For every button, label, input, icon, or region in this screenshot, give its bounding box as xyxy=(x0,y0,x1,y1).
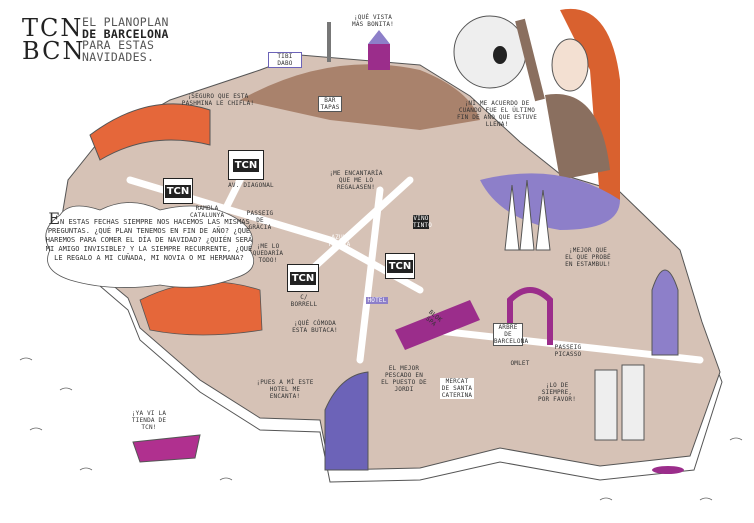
sign-bar: Bar Tapas xyxy=(318,96,342,112)
tagline: EL PLANOPLAN DE BARCELONA PARA ESTAS NAV… xyxy=(82,15,169,64)
tagline-line: NAVIDADES. xyxy=(82,49,155,64)
skyscraper xyxy=(621,364,645,441)
tcn-store-box: TCN xyxy=(385,253,415,279)
sign-arbre: Arbre de Barcelona xyxy=(493,323,529,346)
cruise-ship xyxy=(132,434,201,463)
quote-siempre: ¡Lo de siempre, por favor! xyxy=(537,382,577,403)
quote-pescado: El mejor pescado en el puesto de Jordi xyxy=(381,365,427,393)
quote-regalasen: ¡Me encantaría que me lo regalasen! xyxy=(329,170,383,191)
giant-woman xyxy=(480,8,620,230)
azul-tierra-label: Azul Tierra xyxy=(327,234,351,248)
tcn-label: TCN xyxy=(232,158,260,172)
tagline-line: EL PLANOPLAN xyxy=(82,15,169,29)
sea-waves xyxy=(19,357,743,501)
hotel-label: Hotel xyxy=(366,297,388,304)
quote-quedaria: ¡Me lo quedaría todo! xyxy=(252,243,284,264)
intro-body: n estas fechas siempre nos hacemos las m… xyxy=(45,218,253,262)
arc-de-triomf xyxy=(507,287,553,345)
quote-hotel: ¡Pues a mí este hotel me encanta! xyxy=(256,379,314,400)
montjuic-hill xyxy=(240,64,480,130)
castle xyxy=(368,30,390,70)
skyscraper xyxy=(594,369,618,441)
quote-pashmina: ¡Seguro que esta pashmina le chifla! xyxy=(181,93,255,107)
quote-tienda: ¡Ya vi la tienda de TCN! xyxy=(131,410,167,431)
tcn-store-box: TCN xyxy=(287,264,319,292)
quote-estambul: ¡Mejor que el que probé en Estambul! xyxy=(565,247,611,268)
logo: TCN BCN xyxy=(22,14,86,65)
omlet-label: Omlet xyxy=(510,360,530,367)
tcn-store-box: TCN xyxy=(163,178,193,204)
torre-agbar xyxy=(651,269,679,356)
intro-cloud xyxy=(45,202,254,288)
sagrada-familia xyxy=(504,179,551,251)
street-rambla: Rambla Catalunya xyxy=(190,205,225,219)
quote-vista: ¡Qué vista más bonita! xyxy=(352,14,394,28)
wine-label: Vino Tinto xyxy=(413,215,433,229)
train xyxy=(89,103,211,161)
street-diagonal: Av. Diagonal xyxy=(228,182,274,189)
hotel-vela xyxy=(324,371,369,471)
quote-butaca: ¡Qué cómoda esta butaca! xyxy=(292,320,338,334)
logo-line-1: TCN xyxy=(22,14,84,42)
spa-lounger xyxy=(395,300,480,350)
moon xyxy=(453,15,527,89)
logo-line-2: BCN xyxy=(22,37,86,65)
tcn-store-box: TCN xyxy=(228,150,264,180)
mercat-label: Mercat de Santa Caterina xyxy=(440,378,474,399)
street-borrell: C/ Borrell xyxy=(290,294,318,308)
moon-mouth xyxy=(493,46,507,64)
tagline-line: PARA ESTAS xyxy=(82,38,155,52)
tcn-label: TCN xyxy=(386,259,414,273)
street-picasso: Passeig Picasso xyxy=(554,344,582,358)
tcn-label: TCN xyxy=(164,184,192,198)
drop-cap: E xyxy=(48,209,61,228)
quote-luna: ¡Ni me acuerdo de cuando fue el último f… xyxy=(456,100,538,128)
collserola-tower xyxy=(327,22,331,62)
tcn-label: TCN xyxy=(289,271,317,285)
street-passeig-gracia: Passeig de Gràcia xyxy=(246,210,274,231)
tagline-line: DE BARCELONA xyxy=(82,26,169,41)
intro-text: En estas fechas siempre nos hacemos las … xyxy=(44,211,254,263)
sign-tibidabo: Tibi Dabo xyxy=(268,52,302,68)
surfboard xyxy=(652,466,684,474)
